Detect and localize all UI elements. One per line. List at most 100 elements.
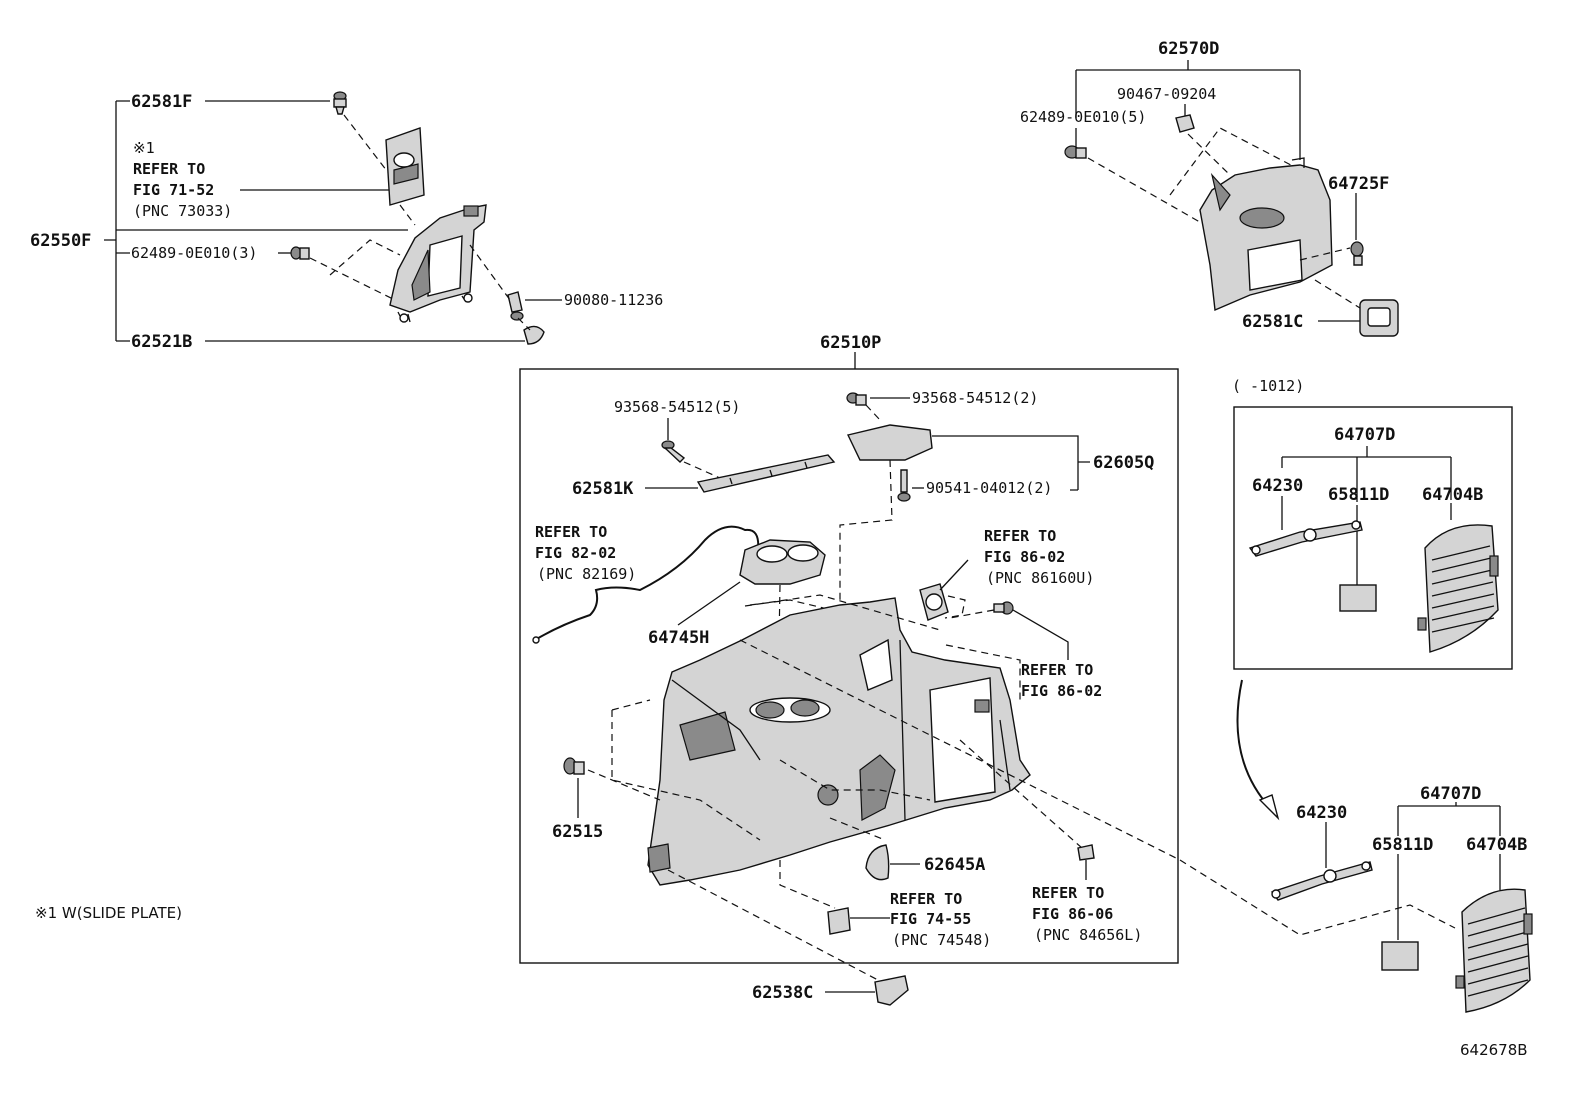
trim-panel-62550f <box>389 204 487 323</box>
dash-64725f <box>1299 247 1361 309</box>
cap-62521b <box>523 325 545 345</box>
group-62510p <box>519 352 1181 964</box>
leader-64745h <box>677 581 741 626</box>
label-footnote: ※1 W(SLIDE PLATE) <box>35 904 182 922</box>
label-90080[interactable]: 90080-11236 <box>564 291 663 309</box>
label-65811d-b[interactable]: 65811D <box>1372 835 1433 855</box>
cover-62581c <box>1359 299 1399 337</box>
bracket-62550f <box>104 100 130 342</box>
label-refer-to-1: REFER TO <box>133 160 205 178</box>
vent-64704b-b <box>1455 888 1533 1013</box>
dash-62489-3 <box>309 239 401 301</box>
label-93568-2[interactable]: 93568-54512(2) <box>912 389 1038 407</box>
bracket-64230-a <box>1248 520 1363 557</box>
group-64707d-box <box>1233 406 1513 670</box>
label-93568-5[interactable]: 93568-54512(5) <box>614 398 740 416</box>
label-refer-86a-c: (PNC 86160U) <box>986 569 1094 587</box>
bracket-64230-b <box>1270 861 1373 901</box>
slide-plate-part <box>385 127 425 206</box>
label-64230-a[interactable]: 64230 <box>1252 476 1303 496</box>
group-62570d <box>1064 60 1399 337</box>
label-90541[interactable]: 90541-04012(2) <box>926 479 1052 497</box>
cover-62605q <box>846 424 933 461</box>
label-refer-74-b[interactable]: FIG 74-55 <box>890 910 971 928</box>
label-fig-71-52[interactable]: FIG 71-52 <box>133 181 214 199</box>
label-62645a[interactable]: 62645A <box>924 855 985 875</box>
label-refer-8606-a: REFER TO <box>1032 884 1104 902</box>
dash-62538c <box>667 869 879 981</box>
label-refer-82-b[interactable]: FIG 82-02 <box>535 544 616 562</box>
label-refer-8606-b[interactable]: FIG 86-06 <box>1032 905 1113 923</box>
label-62550f[interactable]: 62550F <box>30 231 91 251</box>
speaker-86160u <box>919 583 949 621</box>
label-65811d-a[interactable]: 65811D <box>1328 485 1389 505</box>
screw-90080 <box>507 291 524 321</box>
dash-62521b <box>517 317 531 331</box>
pad-74548 <box>827 907 851 935</box>
label-range: ( -1012) <box>1232 377 1304 395</box>
label-62581f[interactable]: 62581F <box>131 92 192 112</box>
cover-62645a <box>865 844 890 881</box>
label-90467[interactable]: 90467-09204 <box>1117 85 1216 103</box>
leader-refer-86b <box>1012 609 1069 660</box>
dash-top-right-2 <box>1169 127 1311 196</box>
box-62510p <box>519 368 1179 964</box>
dash-93568-2 <box>865 404 881 421</box>
wire-harness-82169 <box>532 525 760 644</box>
clip-62489-5 <box>1064 145 1087 159</box>
label-64230-b[interactable]: 64230 <box>1296 803 1347 823</box>
label-62521b[interactable]: 62521B <box>131 332 192 352</box>
bolt-93568-2 <box>846 392 867 406</box>
bolt-93568-5 <box>661 440 686 463</box>
dash-93568-5 <box>683 461 721 479</box>
label-64707d-a[interactable]: 64707D <box>1334 425 1395 445</box>
label-64707d-b[interactable]: 64707D <box>1420 784 1481 804</box>
clip-64725f <box>1350 241 1364 266</box>
label-62538c[interactable]: 62538C <box>752 983 813 1003</box>
trim-panel-62570d <box>1199 157 1333 312</box>
label-refer-82-c: (PNC 82169) <box>537 565 636 583</box>
label-62570d[interactable]: 62570D <box>1158 39 1219 59</box>
bracket-64707d-b <box>1397 802 1501 836</box>
label-refer-86a-b[interactable]: FIG 86-02 <box>984 548 1065 566</box>
clip-90467 <box>1175 114 1195 133</box>
dash-panel-b <box>744 594 1021 801</box>
dash-90080 <box>469 244 511 301</box>
label-62515[interactable]: 62515 <box>552 822 603 842</box>
label-refer-86b-a: REFER TO <box>1021 661 1093 679</box>
pad-65811d-b <box>1381 941 1419 971</box>
clip-62581f <box>333 91 347 115</box>
clip-62489-3 <box>290 246 310 260</box>
leader-86160u <box>939 559 969 591</box>
label-refer-8606-c: (PNC 84656L) <box>1034 926 1142 944</box>
rail-62581k <box>696 454 836 493</box>
labels: 62581F ※1 REFER TO FIG 71-52 (PNC 73033)… <box>30 39 1528 1059</box>
dash-slide <box>399 204 416 226</box>
label-diagram-id: 642678B <box>1460 1041 1528 1059</box>
clip-62515 <box>563 757 585 775</box>
bracket-62570d <box>1075 60 1301 160</box>
cover-62538c <box>874 975 909 1006</box>
label-refer-74-c: (PNC 74548) <box>892 931 991 949</box>
label-62605q[interactable]: 62605Q <box>1093 453 1154 473</box>
vent-64704b-a <box>1417 524 1499 653</box>
arrow-curve <box>1236 679 1280 821</box>
label-refer-74-a: REFER TO <box>890 890 962 908</box>
box-1012 <box>1233 406 1513 670</box>
label-64745h[interactable]: 64745H <box>648 628 709 648</box>
dash-62581f <box>343 114 391 176</box>
dash-bolt-86 <box>949 609 995 619</box>
label-64704b-b[interactable]: 64704B <box>1466 835 1527 855</box>
label-62581c[interactable]: 62581C <box>1242 312 1303 332</box>
label-refer-86b-b[interactable]: FIG 86-02 <box>1021 682 1102 700</box>
label-62489-3[interactable]: 62489-0E010(3) <box>131 244 257 262</box>
screw-90541 <box>897 469 911 502</box>
label-62510p[interactable]: 62510P <box>820 333 881 353</box>
label-62581k[interactable]: 62581K <box>572 479 634 499</box>
label-64725f[interactable]: 64725F <box>1328 174 1389 194</box>
bracket-62605q <box>932 435 1090 491</box>
label-64704b-a[interactable]: 64704B <box>1422 485 1483 505</box>
dash-bottom-right <box>1179 859 1456 936</box>
label-62489-5[interactable]: 62489-0E010(5) <box>1020 108 1146 126</box>
